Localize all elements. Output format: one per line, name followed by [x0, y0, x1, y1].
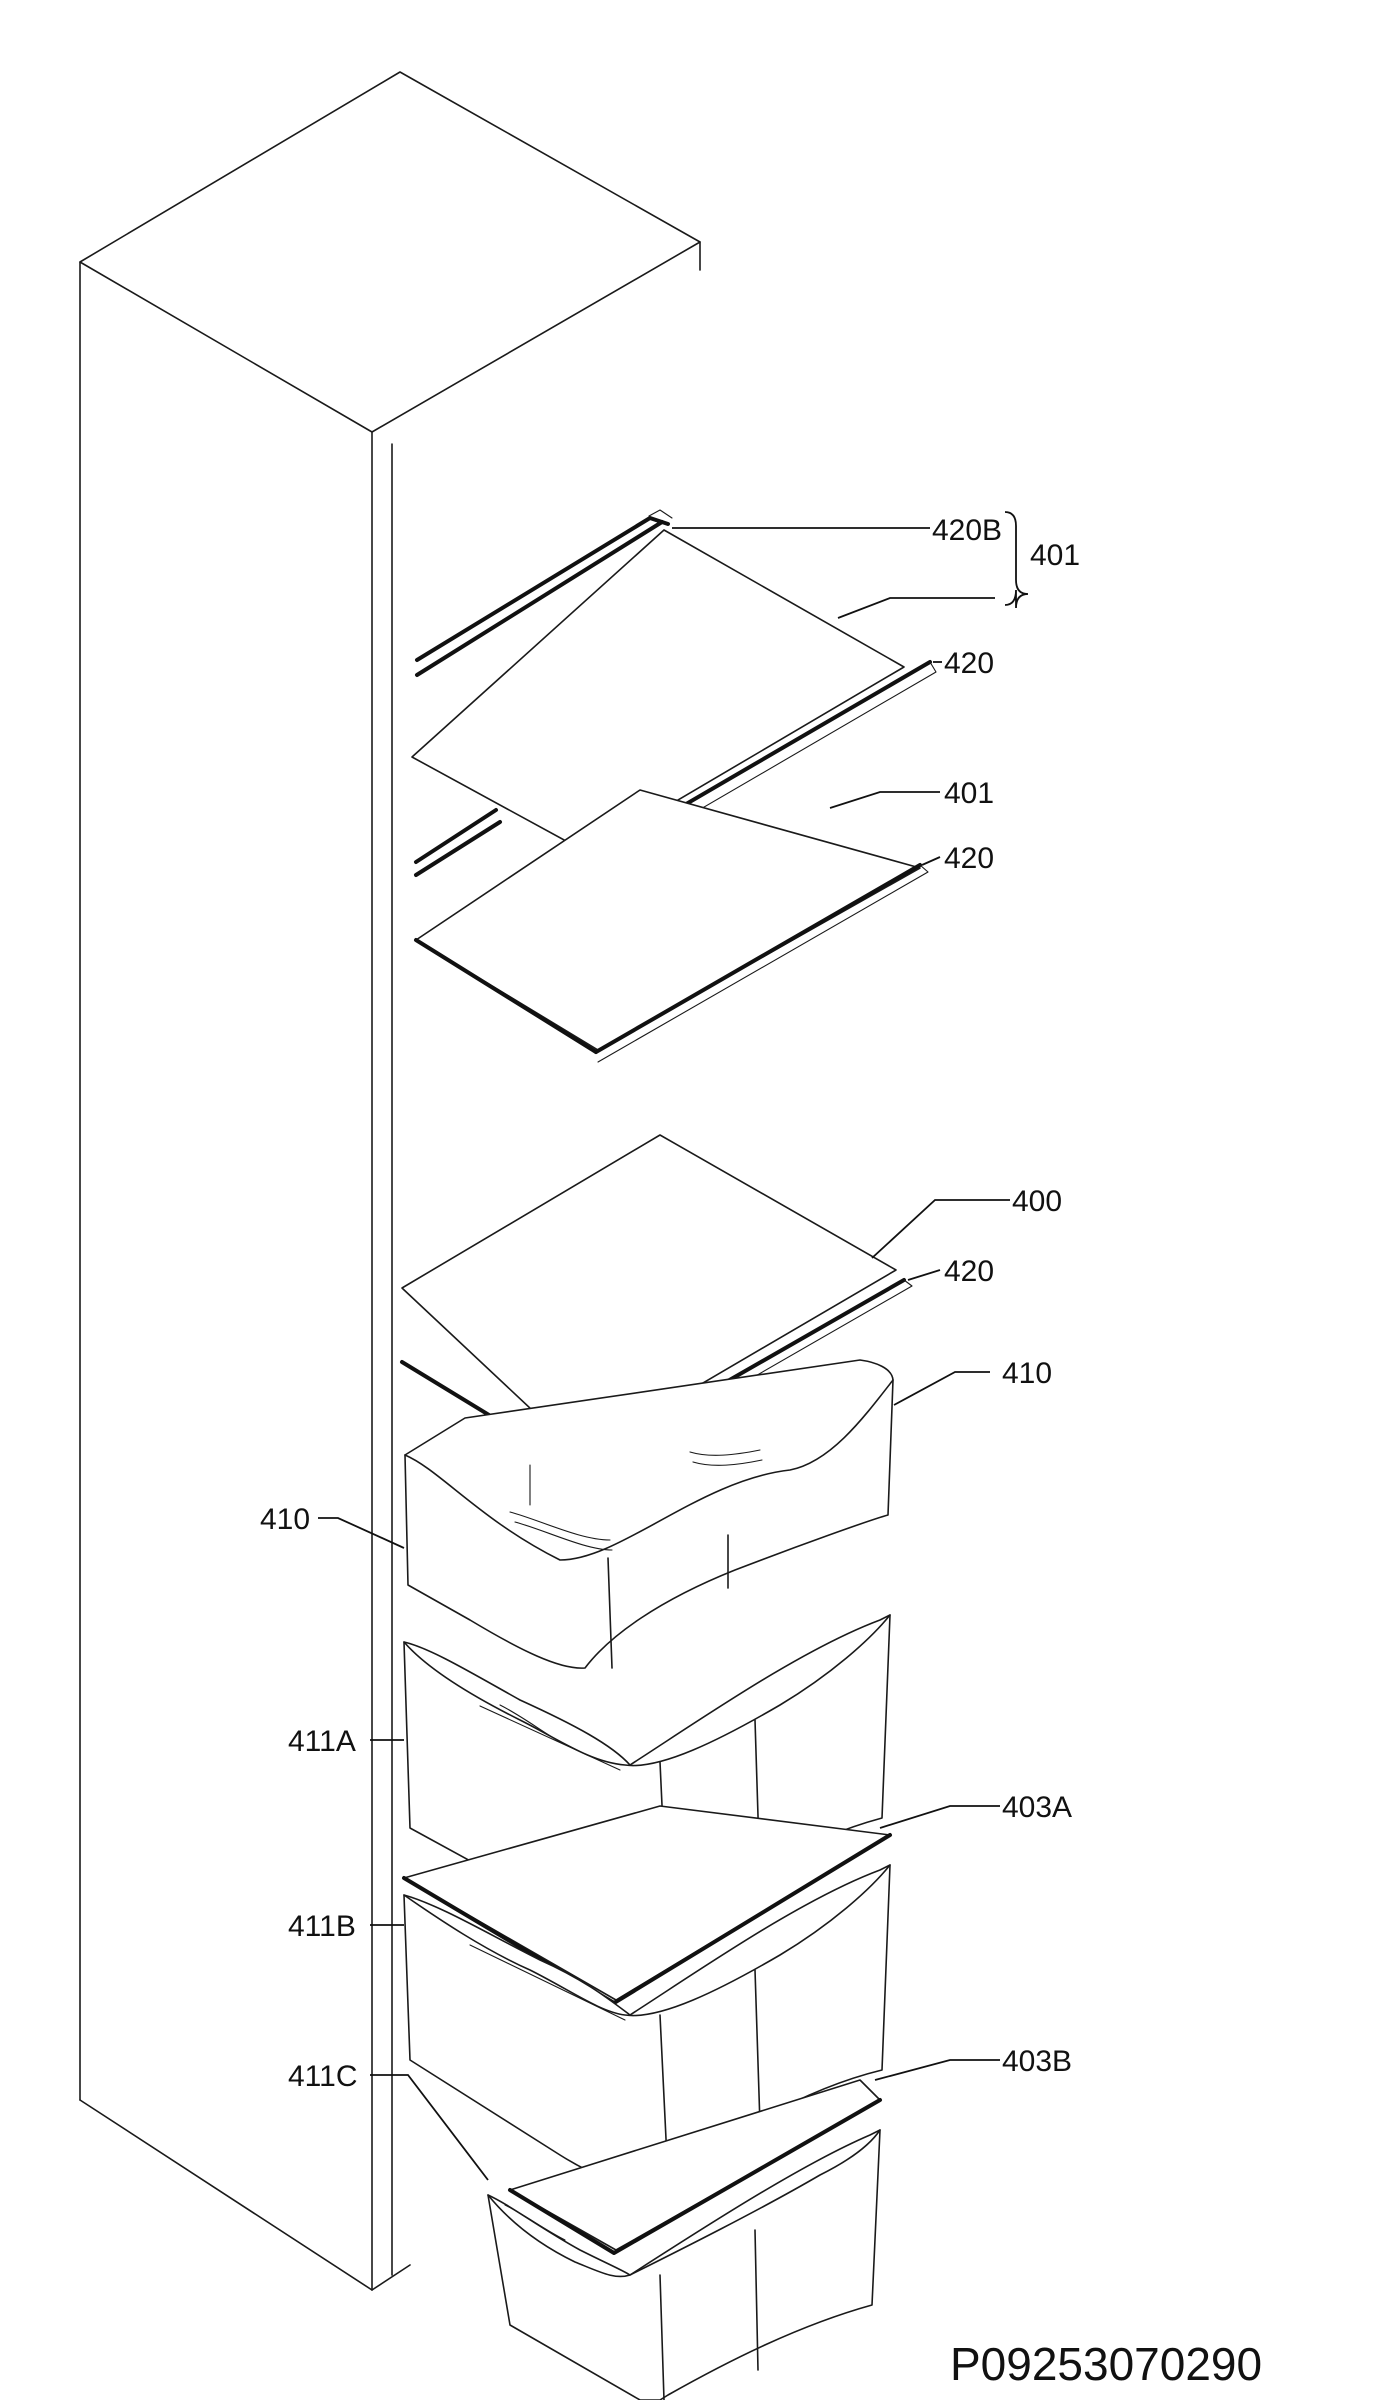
- label-403A: 403A: [1002, 1791, 1072, 1824]
- drawer-411C: [487, 2129, 881, 2400]
- label-403B: 403B: [1002, 2045, 1072, 2078]
- label-420-upper: 420: [944, 647, 994, 680]
- label-401-upper: 401: [1030, 539, 1080, 572]
- label-411C: 411C: [288, 2060, 358, 2093]
- part-labels: 420B 401 420 401 420 400 420 410 410 411…: [260, 514, 1080, 2093]
- glass-shelf-middle: [414, 789, 929, 1063]
- label-411B: 411B: [288, 1910, 356, 1943]
- label-411A: 411A: [288, 1725, 356, 1758]
- label-420-lower: 420: [944, 1255, 994, 1288]
- label-401-middle: 401: [944, 777, 994, 810]
- leader-lines: [318, 511, 1029, 2181]
- divider-plate-403B: [508, 2079, 882, 2255]
- label-420-middle: 420: [944, 842, 994, 875]
- label-400: 400: [1012, 1185, 1062, 1218]
- label-410-right: 410: [1002, 1357, 1052, 1390]
- crisper-bins-410: [404, 1359, 894, 1669]
- cabinet: [79, 71, 701, 2291]
- label-410-left: 410: [260, 1503, 310, 1536]
- drawing-code: P09253070290: [950, 2338, 1262, 2390]
- label-420B: 420B: [932, 514, 1002, 547]
